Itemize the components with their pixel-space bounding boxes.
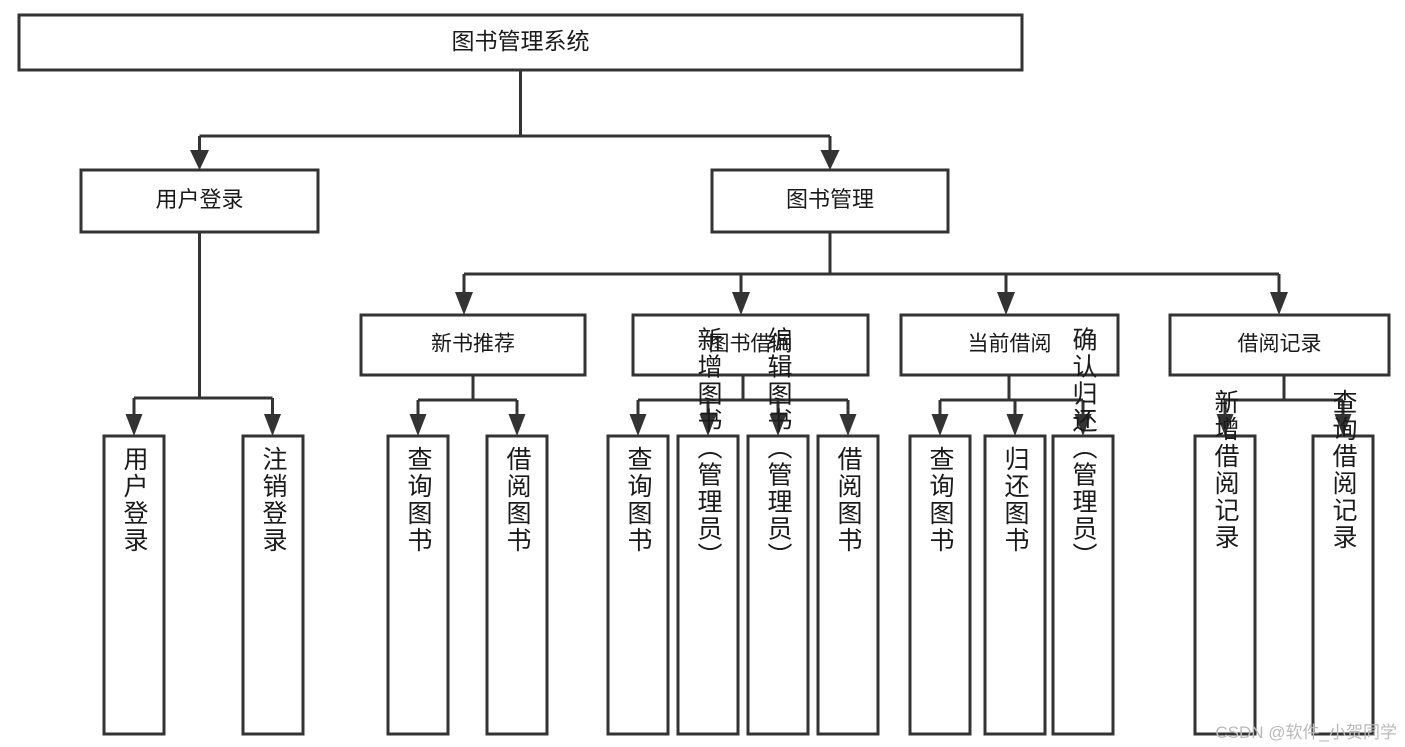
leaf-borrow-book-borrow-box[interactable] [816, 434, 880, 736]
leaf-query-book-newbook[interactable]: 查询图书 [386, 434, 450, 736]
node-user-login[interactable]: 用户登录 [79, 168, 320, 234]
node-book-management[interactable]: 图书管理 [710, 168, 950, 234]
node-book-management-label: 图书管理 [786, 187, 874, 212]
leaf-return-book[interactable]: 归还图书 [983, 434, 1047, 736]
node-book-borrow[interactable]: 图书借阅 [631, 313, 870, 377]
leaf-edit-book-admin-label: 编辑图书（管理员） [764, 327, 793, 570]
leaf-borrow-book-newbook[interactable]: 借阅图书 [485, 434, 549, 736]
leaf-query-borrow-record-label: 查询借阅记录 [1329, 389, 1358, 551]
arrowhead-borrow-record [1270, 292, 1288, 315]
leaf-logout-label: 注销登录 [259, 446, 288, 554]
node-root-label: 图书管理系统 [452, 28, 590, 54]
leaf-query-book-borrow[interactable]: 查询图书 [606, 434, 670, 736]
leaf-logout[interactable]: 注销登录 [241, 434, 305, 736]
arrowhead-leaf-logout [264, 414, 281, 436]
leaf-return-book-box[interactable] [983, 434, 1047, 736]
leaf-confirm-return-admin[interactable]: 确认归还（管理员） [1051, 327, 1115, 736]
arrowhead-leaf-add-record [1216, 414, 1234, 436]
node-book-management-box[interactable] [710, 168, 950, 234]
arrowhead-leaf-query-book-3 [931, 414, 949, 436]
arrowhead-new-book-rec [455, 292, 473, 315]
arrowhead-book-borrow [732, 292, 750, 315]
node-current-borrow[interactable]: 当前借阅 [899, 313, 1120, 377]
node-borrow-record[interactable]: 借阅记录 [1168, 313, 1391, 377]
node-book-borrow-box[interactable] [631, 313, 870, 377]
leaf-borrow-book-borrow[interactable]: 借阅图书 [816, 434, 880, 736]
arrowhead-leaf-return-book [1006, 414, 1024, 436]
leaf-confirm-return-admin-box[interactable] [1051, 434, 1115, 736]
leaf-borrow-book-borrow-label: 借阅图书 [834, 446, 863, 554]
leaf-query-book-current[interactable]: 查询图书 [908, 434, 972, 736]
leaf-query-book-borrow-box[interactable] [606, 434, 670, 736]
leaf-query-book-newbook-box[interactable] [386, 434, 450, 736]
leaf-add-borrow-record-box[interactable] [1193, 434, 1257, 736]
arrowhead-current-borrow [997, 292, 1015, 315]
leaf-user-login-label: 用户登录 [120, 446, 149, 554]
node-new-book-recommend[interactable]: 新书推荐 [359, 313, 587, 377]
node-current-borrow-label: 当前借阅 [968, 333, 1052, 356]
leaf-user-login-box[interactable] [102, 434, 166, 736]
node-book-borrow-label: 图书借阅 [709, 333, 793, 356]
leaf-borrow-book-newbook-label: 借阅图书 [503, 446, 532, 554]
node-current-borrow-box[interactable] [899, 313, 1120, 377]
node-borrow-record-box[interactable] [1168, 313, 1391, 377]
leaf-edit-book-admin[interactable]: 编辑图书（管理员） [746, 327, 810, 736]
arrowhead-leaf-query-record [1334, 414, 1352, 436]
arrowhead-leaf-user-login [125, 414, 143, 436]
arrowhead-book-mgmt [820, 150, 840, 170]
arrowhead-leaf-confirm-return [1074, 414, 1092, 436]
arrowhead-leaf-query-book-1 [409, 414, 427, 436]
node-root-box[interactable] [17, 13, 1024, 72]
leaf-add-borrow-record[interactable]: 新增借阅记录 [1193, 389, 1257, 736]
leaf-query-book-newbook-label: 查询图书 [404, 446, 433, 554]
node-new-book-recommend-label: 新书推荐 [431, 333, 515, 356]
leaf-add-book-admin-box[interactable] [676, 434, 740, 736]
leaf-query-book-borrow-label: 查询图书 [624, 446, 653, 554]
leaf-query-borrow-record[interactable]: 查询借阅记录 [1311, 389, 1375, 736]
leaf-logout-box[interactable] [241, 434, 305, 736]
arrowhead-leaf-add-book [699, 414, 717, 436]
node-user-login-label: 用户登录 [155, 187, 243, 212]
leaf-edit-book-admin-box[interactable] [746, 434, 810, 736]
leaf-query-book-current-label: 查询图书 [926, 446, 955, 554]
arrowhead-leaf-borrow-book-2 [839, 414, 857, 436]
leaf-add-book-admin[interactable]: 新增图书（管理员） [676, 327, 740, 736]
leaf-user-login[interactable]: 用户登录 [102, 434, 166, 736]
arrowhead-leaf-edit-book [769, 414, 787, 436]
leaf-borrow-book-newbook-box[interactable] [485, 434, 549, 736]
leaf-return-book-label: 归还图书 [1001, 446, 1030, 554]
arrowhead-leaf-borrow-book-1 [508, 414, 526, 436]
leaf-add-book-admin-label: 新增图书（管理员） [694, 327, 723, 570]
leaf-query-borrow-record-box[interactable] [1311, 434, 1375, 736]
arrowhead-leaf-query-book-2 [629, 414, 647, 436]
leaf-confirm-return-admin-label: 确认归还（管理员） [1069, 327, 1098, 570]
connector-layer [125, 70, 1352, 436]
node-root[interactable]: 图书管理系统 [17, 13, 1024, 72]
node-new-book-recommend-box[interactable] [359, 313, 587, 377]
leaf-add-borrow-record-label: 新增借阅记录 [1211, 389, 1240, 551]
arrowhead-user-login [190, 150, 209, 170]
node-borrow-record-label: 借阅记录 [1238, 333, 1322, 356]
node-user-login-box[interactable] [79, 168, 320, 234]
leaf-query-book-current-box[interactable] [908, 434, 972, 736]
